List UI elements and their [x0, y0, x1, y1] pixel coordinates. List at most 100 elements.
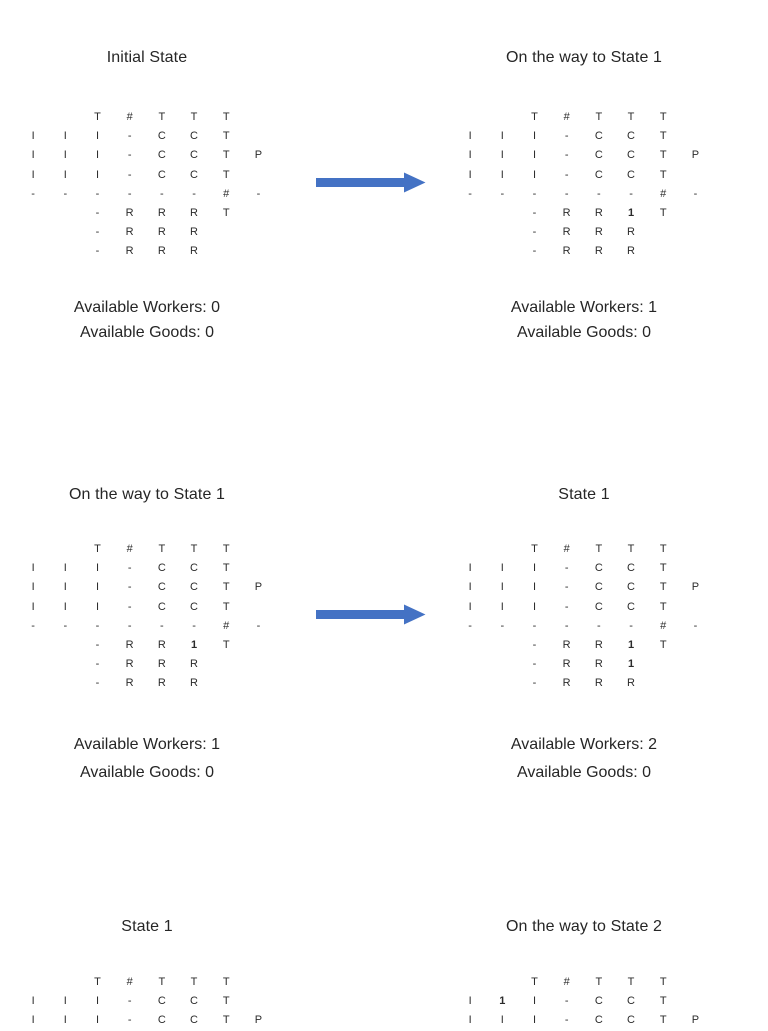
grid-cell: -: [629, 619, 633, 632]
grid-cell: #: [126, 543, 133, 555]
grid-cell: R: [190, 245, 198, 258]
grid-cell: P: [691, 1014, 700, 1027]
available-goods-text: Available Goods: 0: [516, 324, 651, 341]
grid-cell: [49, 242, 81, 261]
grid-cell: [679, 655, 711, 674]
available-workers-text: Available Workers: 2: [510, 736, 658, 753]
grid-cell: I: [31, 149, 35, 162]
grid-cell: R: [157, 677, 166, 690]
grid-cell: I: [532, 995, 536, 1008]
grid-cell: C: [157, 149, 166, 162]
grid-cell: -: [95, 677, 100, 690]
grid-cell: R: [190, 226, 198, 239]
grid-cell: [49, 636, 81, 655]
grid-cell: I: [63, 1014, 67, 1027]
grid-cell: I: [500, 562, 504, 575]
grid-cell: T: [659, 543, 667, 555]
grid-cell: C: [627, 168, 635, 181]
grid-cell: R: [125, 638, 134, 651]
grid-cell: C: [594, 1014, 603, 1027]
grid-cell: [242, 242, 274, 261]
grid-cell: [679, 992, 711, 1011]
grid-cell: #: [563, 111, 570, 123]
grid-cell: T: [222, 149, 230, 162]
grid-cell: R: [157, 245, 166, 258]
grid-cell: [486, 540, 518, 559]
grid-cell: [17, 655, 49, 674]
grid-cell: -: [564, 995, 569, 1008]
grid-cell: T: [94, 543, 101, 555]
grid-cell: [454, 973, 486, 992]
grid-cell: C: [157, 600, 166, 613]
grid-cell: T: [222, 206, 230, 219]
grid-cell: R: [594, 226, 603, 239]
grid-cell: T: [627, 111, 635, 123]
available-workers-text: Available Workers: 0: [73, 299, 221, 316]
grid-cell: [49, 655, 81, 674]
grid-cell: -: [127, 1014, 132, 1027]
grid-cell: T: [531, 543, 538, 555]
grid-cell: I: [468, 130, 472, 143]
grid-cell: [454, 204, 486, 223]
grid-cell: -: [564, 600, 569, 613]
grid-cell: I: [95, 149, 99, 162]
grid-cell: [647, 655, 679, 674]
grid-cell: T: [94, 976, 101, 988]
grid-cell: I: [500, 168, 504, 181]
grid-cell: I: [468, 581, 472, 594]
grid-cell: -: [127, 581, 132, 594]
grid-cell: -: [532, 619, 537, 632]
grid-cell: [17, 204, 49, 223]
grid-cell: T: [222, 600, 230, 613]
grid-cell: -: [500, 619, 505, 632]
available-goods-text: Available Goods: 0: [79, 764, 214, 781]
grid-cell: T: [158, 976, 166, 988]
grid-cell: C: [627, 1014, 635, 1027]
grid-cell: R: [157, 206, 166, 219]
grid-cell: R: [125, 677, 134, 690]
grid-cell: #: [660, 619, 667, 632]
grid-cell: C: [157, 995, 166, 1008]
grid-cell: R: [157, 226, 166, 239]
grid-cell: [679, 559, 711, 578]
grid-cell: T: [222, 995, 230, 1008]
grid-cell: I: [95, 168, 99, 181]
grid-row: ------#-: [17, 617, 275, 636]
grid-cell: #: [126, 111, 133, 123]
grid-cell: I: [95, 130, 99, 143]
grid-cell: C: [157, 562, 166, 575]
grid-cell: -: [160, 187, 164, 200]
grid-cell: R: [594, 677, 603, 690]
grid-cell: C: [157, 168, 166, 181]
grid-cell: [17, 540, 49, 559]
grid-cell: I: [532, 562, 536, 575]
grid-cell: I: [532, 168, 536, 181]
grid-cell: -: [95, 187, 100, 200]
grid-cell: [679, 598, 711, 617]
grid-cell: [242, 223, 274, 242]
grid-cell: [486, 223, 518, 242]
grid-cell: [49, 973, 81, 992]
grid-cell: [242, 973, 274, 992]
grid-cell: C: [627, 995, 635, 1008]
grid-cell: -: [192, 187, 196, 200]
grid-cell: [210, 242, 242, 261]
